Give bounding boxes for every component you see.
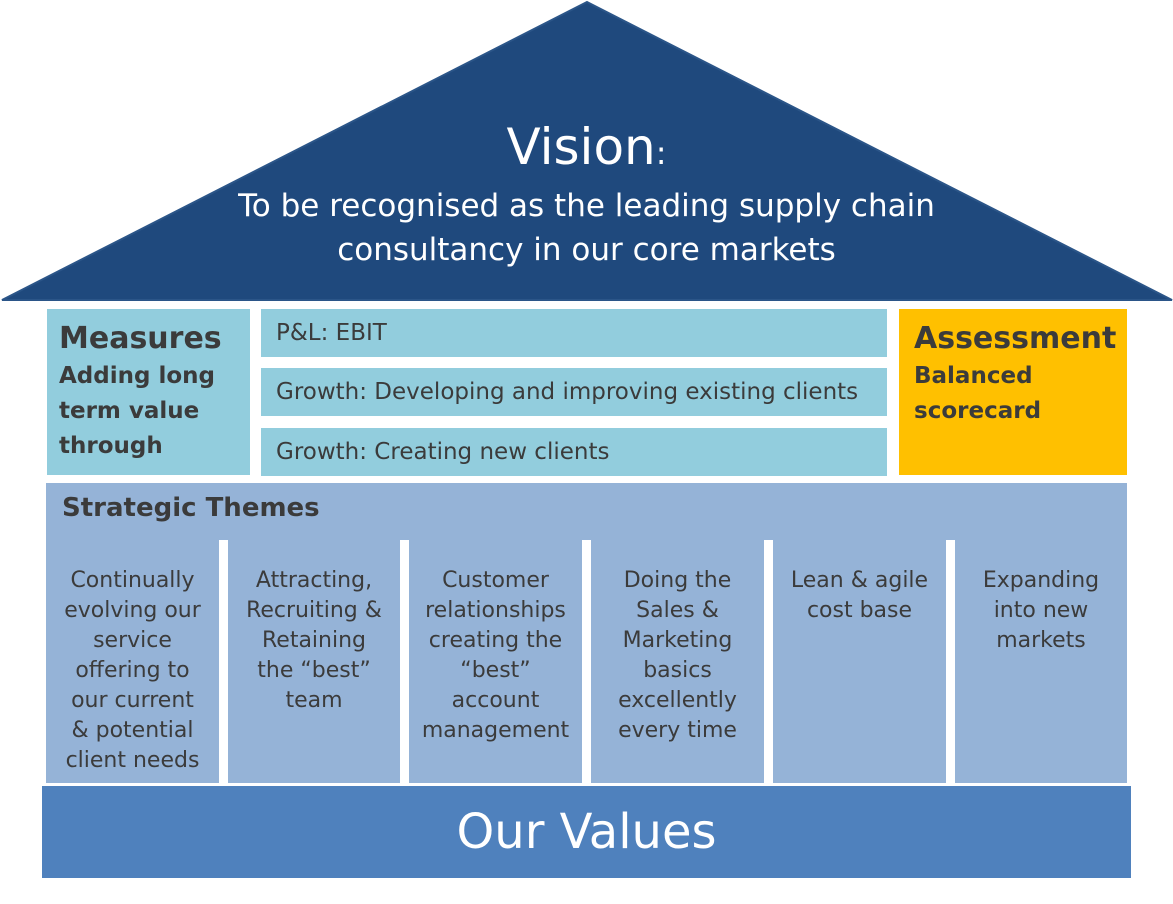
measure-row-growth-new: Growth: Creating new clients	[261, 428, 887, 476]
vision-title: Vision:	[0, 118, 1173, 176]
measures-heading: Measures	[59, 321, 222, 356]
theme-separator	[764, 540, 773, 783]
theme-text: Customer relationships creating the “bes…	[421, 568, 570, 743]
theme-text: Continually evolving our service offerin…	[64, 568, 201, 773]
theme-separator	[582, 540, 591, 783]
theme-separator	[946, 540, 955, 783]
theme-column-customer: Customer relationships creating the “bes…	[409, 540, 582, 781]
measures-line-2: term value	[59, 398, 200, 424]
vision-colon: :	[655, 134, 667, 172]
vision-line-2: consultancy in our core markets	[337, 232, 836, 268]
theme-separator	[400, 540, 409, 783]
vision-title-text: Vision	[506, 118, 656, 176]
assessment-line-2: scorecard	[914, 398, 1042, 424]
theme-column-cost: Lean & agile cost base	[773, 540, 946, 781]
measures-line-1: Adding long	[59, 363, 215, 389]
theme-text: Expanding into new markets	[982, 568, 1100, 653]
roof-shape	[1, 0, 1173, 301]
measures-line-3: through	[59, 433, 163, 459]
assessment-box: Assessment Balanced scorecard	[899, 309, 1127, 475]
measure-row-pl-ebit: P&L: EBIT	[261, 309, 887, 357]
assessment-line-1: Balanced	[914, 363, 1033, 389]
vision-line-1: To be recognised as the leading supply c…	[238, 188, 935, 224]
theme-column-sales: Doing the Sales & Marketing basics excel…	[591, 540, 764, 781]
measures-box: Measures Adding long term value through	[47, 309, 250, 475]
theme-separator	[219, 540, 228, 783]
measure-row-growth-existing: Growth: Developing and improving existin…	[261, 368, 887, 416]
strategic-themes-title: Strategic Themes	[62, 493, 320, 523]
assessment-heading: Assessment	[914, 321, 1117, 356]
theme-text: Attracting, Recruiting & Retaining the “…	[246, 568, 382, 713]
theme-column-team: Attracting, Recruiting & Retaining the “…	[228, 540, 400, 781]
theme-text: Lean & agile cost base	[790, 568, 929, 623]
theme-column-markets: Expanding into new markets	[955, 540, 1127, 781]
theme-text: Doing the Sales & Marketing basics excel…	[618, 568, 737, 743]
our-values-base: Our Values	[42, 786, 1131, 878]
theme-column-service: Continually evolving our service offerin…	[46, 540, 219, 781]
